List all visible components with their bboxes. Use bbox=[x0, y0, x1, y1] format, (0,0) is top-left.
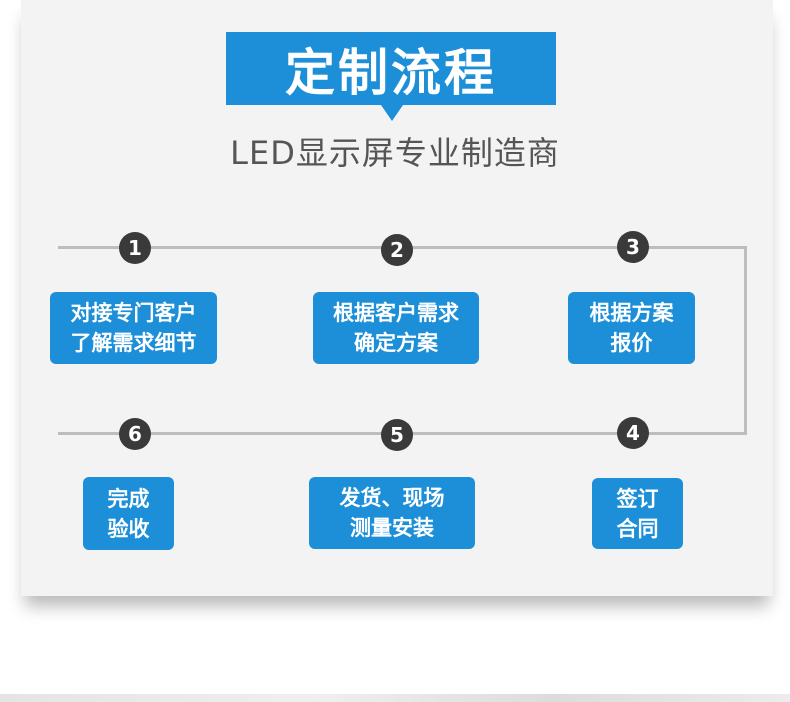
step-5-line1: 发货、现场 bbox=[339, 486, 445, 510]
bottom-divider bbox=[0, 694, 790, 702]
step-6-number-badge: 6 bbox=[119, 418, 151, 450]
step-2-line1: 根据客户需求 bbox=[333, 301, 459, 325]
step-1-number-badge: 1 bbox=[119, 232, 151, 264]
page-title: 定制流程 bbox=[226, 32, 556, 105]
step-2-box: 根据客户需求 确定方案 bbox=[313, 292, 479, 364]
step-3-box: 根据方案 报价 bbox=[568, 292, 695, 364]
step-1-line2: 了解需求细节 bbox=[70, 331, 197, 355]
step-6-line1: 完成 bbox=[107, 486, 150, 511]
step-1-box: 对接专门客户 了解需求细节 bbox=[50, 292, 217, 364]
step-1-line1: 对接专门客户 bbox=[70, 301, 197, 325]
step-3-line1: 根据方案 bbox=[589, 301, 674, 325]
step-2-number-badge: 2 bbox=[381, 234, 413, 266]
step-2-line2: 确定方案 bbox=[354, 331, 438, 355]
title-pointer bbox=[381, 105, 403, 121]
step-5-number-badge: 5 bbox=[381, 419, 413, 451]
step-3-line2: 报价 bbox=[610, 331, 653, 355]
flow-line-right bbox=[744, 246, 747, 435]
step-5-line2: 测量安装 bbox=[350, 516, 434, 540]
step-5-box: 发货、现场 测量安装 bbox=[309, 477, 475, 549]
step-4-line2: 合同 bbox=[616, 516, 659, 541]
step-3-number-badge: 3 bbox=[617, 231, 649, 263]
page-subtitle: LED显示屏专业制造商 bbox=[230, 134, 560, 172]
step-4-box: 签订 合同 bbox=[592, 478, 683, 549]
step-4-line1: 签订 bbox=[616, 486, 659, 511]
step-6-box: 完成 验收 bbox=[83, 477, 174, 550]
step-4-number-badge: 4 bbox=[617, 417, 649, 449]
step-6-line2: 验收 bbox=[107, 516, 150, 541]
